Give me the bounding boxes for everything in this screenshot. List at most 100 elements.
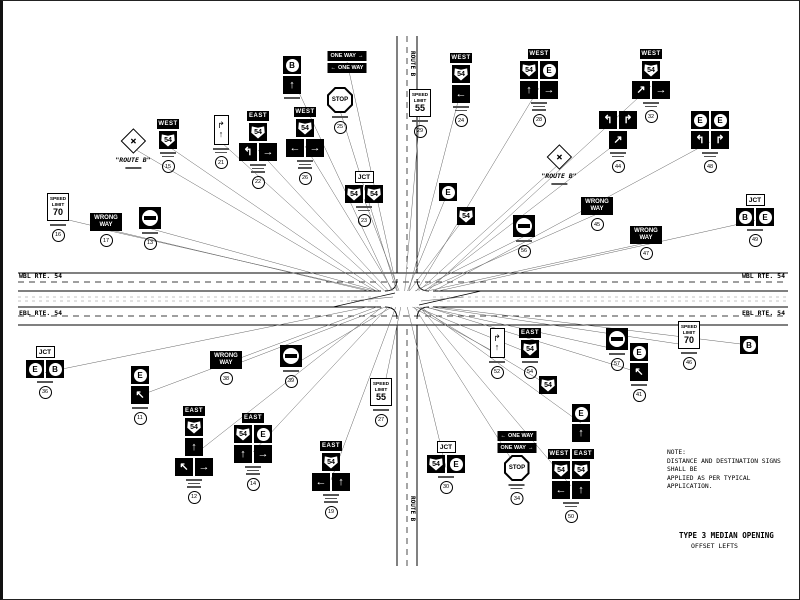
leader-line <box>408 89 462 292</box>
wrong-way-text: WRONG <box>94 215 118 222</box>
arrow-sign: ↱ <box>711 131 729 149</box>
sign-row: 54 <box>296 119 314 137</box>
one-way-text: ONE WAY <box>508 433 534 439</box>
lettered-route-marker-sign: B <box>740 336 758 354</box>
leader-line <box>415 306 531 354</box>
route-letter: E <box>713 113 727 127</box>
route-shield-sign: 54 <box>345 185 363 203</box>
do-not-enter-sign <box>513 215 535 237</box>
cardinal-direction-sign: EAST <box>572 449 594 459</box>
sign-code-caption <box>412 120 428 122</box>
sign-row: ←↑ <box>552 481 590 499</box>
lettered-route-marker-sign: E <box>572 404 590 422</box>
ref-number: 32 <box>644 110 658 123</box>
ref-number: 46 <box>682 356 696 370</box>
dne-bar <box>611 337 623 341</box>
sign-row: JCT <box>35 346 55 358</box>
ref-number: 34 <box>510 492 524 505</box>
leader-line <box>167 145 380 292</box>
sign-row: JCT <box>354 171 374 183</box>
leader-line <box>139 306 377 396</box>
sign-code-caption <box>323 494 339 503</box>
route-shield-sign: 54 <box>552 461 570 479</box>
one-way-sign: ONE WAY→ <box>497 443 537 453</box>
sign-code-caption <box>609 353 625 355</box>
ref-number: 17 <box>99 234 113 247</box>
speed-limit-text: LIMIT <box>51 202 65 208</box>
arrow-sign: ↑ <box>520 81 538 99</box>
route-letter: E <box>256 427 270 441</box>
lettered-route-marker-sign: B <box>46 360 64 378</box>
sign-code-caption <box>631 384 647 386</box>
junction-sign: JCT <box>354 171 374 183</box>
sign-code-caption <box>489 361 505 363</box>
arrow-sign: ↰ <box>599 111 617 129</box>
route-shield-sign: 54 <box>521 340 539 358</box>
speed-limit-text: LIMIT <box>374 387 388 393</box>
leader-line <box>225 306 386 369</box>
leader-line <box>438 220 756 292</box>
leader-line <box>252 306 389 453</box>
sign-row: ↰↱ <box>599 111 637 129</box>
one-way-text: ONE WAY <box>500 445 526 451</box>
leader-line <box>132 147 377 292</box>
one-way-arrow: → <box>357 53 364 59</box>
ref-number: 39 <box>284 374 298 388</box>
road-label-ebl-left: EBL RTE. 54 <box>19 309 63 317</box>
lettered-route-marker-sign: E <box>439 183 457 201</box>
arrow-sign: → <box>306 139 324 157</box>
stop-sign: STOP <box>327 87 353 113</box>
wrong-way-text: WRONG <box>634 228 658 235</box>
leader-line <box>412 306 498 354</box>
speed-limit-text: SPEED <box>49 196 67 202</box>
wrong-way-text: WAY <box>219 360 233 366</box>
sign-code-caption <box>160 152 176 157</box>
sign-code-caption <box>132 407 148 409</box>
lettered-route-marker-sign: E <box>26 360 44 378</box>
wrong-way-text: WAY <box>639 235 653 241</box>
arrow-sign: ↖ <box>175 458 193 476</box>
do-not-enter-sign <box>606 328 628 350</box>
shield-number: 54 <box>454 68 468 81</box>
one-way-text: ONE WAY <box>330 53 356 59</box>
junction-sign: JCT <box>436 441 456 453</box>
ref-number: 24 <box>454 114 468 127</box>
ref-number: 29 <box>413 124 427 138</box>
shield-number: 54 <box>251 126 265 139</box>
arrow-sign: ← <box>452 85 470 103</box>
sign-row <box>280 345 302 367</box>
sign-code-caption <box>702 152 718 157</box>
route-shield-sign: 54 <box>457 207 475 225</box>
sign-row: ←↑ <box>312 473 350 491</box>
shield-number: 54 <box>367 188 381 201</box>
sign-code-caption <box>508 484 525 489</box>
sign-row: JCT <box>436 441 456 453</box>
sign-row: EAST <box>183 406 205 416</box>
ref-number: 57 <box>610 357 624 371</box>
one-way-arrow: → <box>527 445 534 451</box>
sign-row: ONE WAY→ <box>497 443 537 453</box>
wrong-way-text: WAY <box>99 222 113 228</box>
arrow-sign: ↑ <box>283 76 301 94</box>
one-way-sign: ←ONE WAY <box>497 431 537 441</box>
leader-line <box>416 87 540 292</box>
sign-code-caption <box>245 466 261 475</box>
sign-code-caption <box>297 160 313 169</box>
ref-number: 26 <box>298 171 312 185</box>
stop-sign: STOP <box>503 455 530 481</box>
sign-assembly-40: 54 <box>539 376 557 394</box>
